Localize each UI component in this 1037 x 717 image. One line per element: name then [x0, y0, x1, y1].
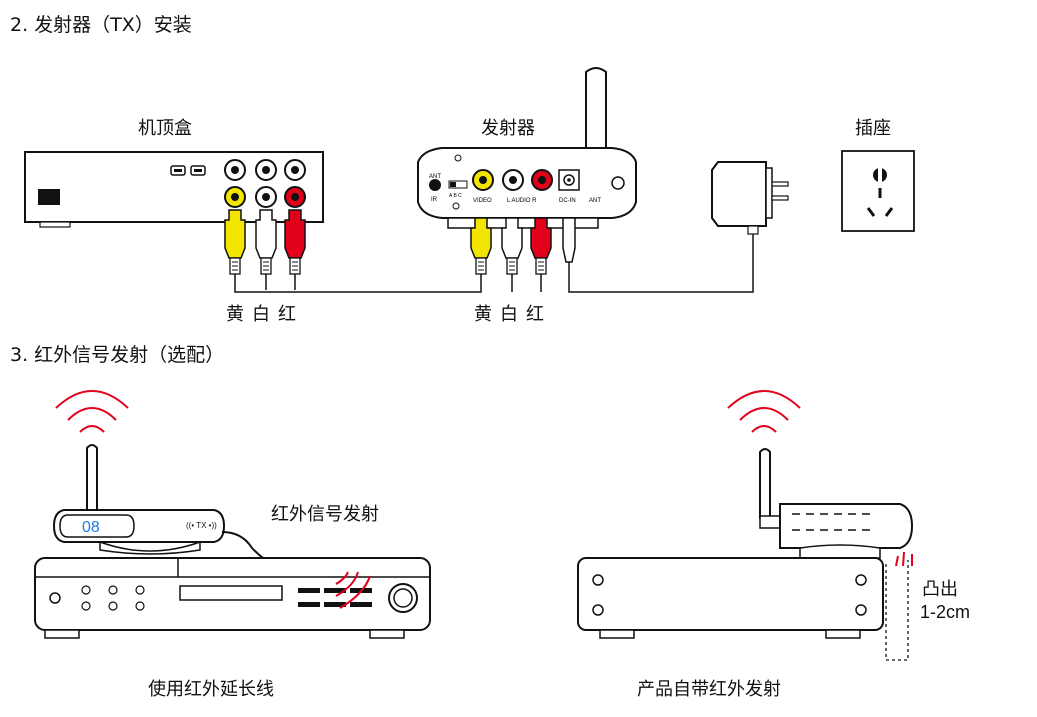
tx-badge: ((• TX •)): [186, 521, 217, 530]
tx-unit-right: [759, 448, 914, 559]
tx-rca-plugs: [470, 217, 576, 275]
stb-rca-plugs: [224, 209, 306, 275]
right-caption: 产品自带红外发射: [637, 679, 781, 700]
ir-emit-label: 红外信号发射: [271, 504, 379, 525]
protrude-label: 凸出: [922, 579, 958, 600]
tx-ant2-text: ANT: [589, 198, 601, 204]
section-2-heading: 2. 发射器（TX）安装: [10, 14, 192, 36]
tx-video-text: VIDEO: [473, 198, 492, 204]
ir-signal-waves: [335, 571, 371, 609]
protrude-size: 1-2cm: [920, 602, 971, 622]
tx-ir-text: IR: [431, 197, 438, 203]
tx-abc-text: A B C: [449, 193, 462, 199]
ir-waves-left: [55, 390, 129, 433]
av-cables: [234, 240, 754, 293]
power-adapter: [711, 161, 789, 240]
ir-waves-right: [727, 390, 801, 433]
transmitter-label: 发射器: [481, 118, 535, 139]
tx-cable-colors: 黄白红: [474, 304, 552, 325]
tx-display: 08: [82, 519, 100, 536]
wall-socket: [841, 150, 915, 232]
tx-ant-text: ANT: [429, 174, 441, 180]
set-top-box: [24, 151, 324, 228]
section-3-heading: 3. 红外信号发射（选配）: [10, 344, 225, 366]
stb-label: 机顶盒: [138, 118, 192, 139]
tx-audio-text: L AUDIO R: [507, 198, 537, 204]
tx-unit-left: 08 ((• TX •)): [52, 444, 226, 555]
ir-signal-waves-right: [895, 551, 913, 567]
protrude-dimension: [885, 560, 909, 661]
stb-cable-colors: 黄白红: [226, 304, 304, 325]
transmitter: ANT IR A B C VIDEO L AUDIO R DC-IN ANT: [417, 67, 637, 229]
av-receiver-right: [577, 557, 884, 639]
av-receiver-left: [34, 557, 431, 639]
left-caption: 使用红外延长线: [148, 679, 274, 700]
socket-label: 插座: [855, 118, 891, 139]
tx-dcin-text: DC-IN: [559, 198, 576, 204]
